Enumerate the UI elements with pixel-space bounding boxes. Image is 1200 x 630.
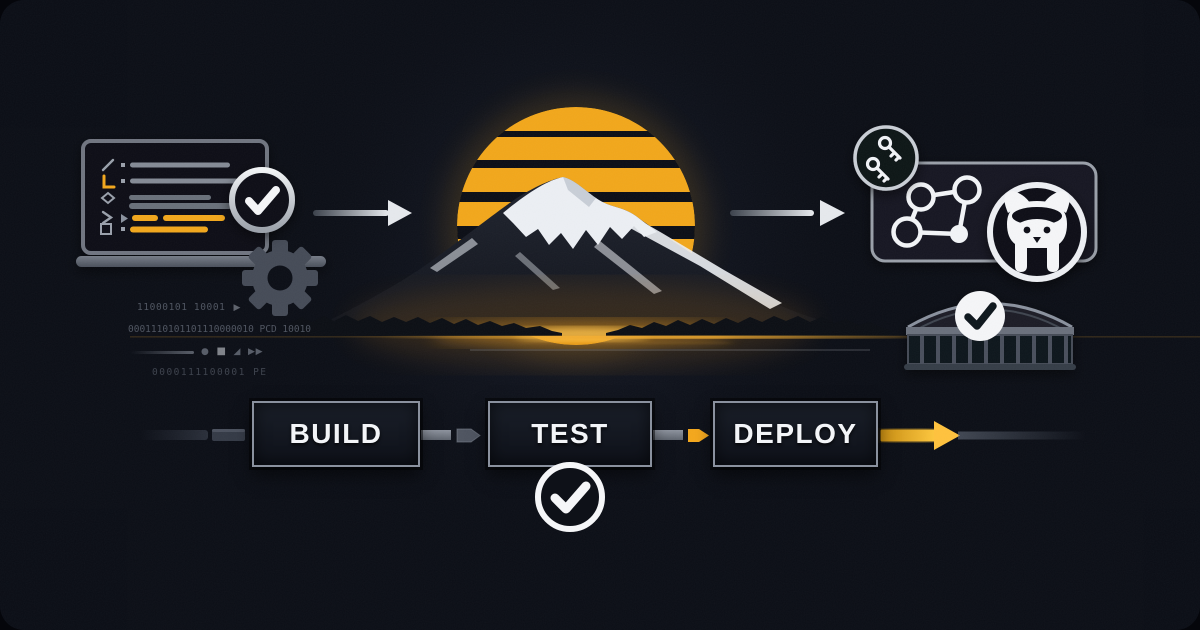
pipeline-stage-build: BUILD <box>252 401 420 467</box>
binary-text: 11000101 10001 <box>137 302 226 313</box>
play-icons: ▶▶ <box>248 346 264 357</box>
dot-icon: ● <box>201 346 210 357</box>
play-icon: ▶ <box>233 303 242 313</box>
progress-line <box>130 350 194 354</box>
wedge-icon: ◢ <box>233 346 242 357</box>
binary-row-1: 11000101 10001 ▶ <box>137 302 241 313</box>
stage-label: TEST <box>531 418 609 449</box>
pipeline-stage-deploy: DEPLOY <box>713 401 878 467</box>
stage-label: DEPLOY <box>733 418 858 449</box>
binary-row-3: ● ■ ◢ ▶▶ <box>130 347 263 357</box>
pipeline-stage-test: TEST <box>488 401 652 467</box>
binary-text: 0000111100001 PE <box>152 367 268 378</box>
square-icon: ■ <box>216 346 227 357</box>
binary-row-4: 0000111100001 PE <box>152 367 268 378</box>
binary-row-2: 0001110101101110000010 PCD 10010 <box>128 324 311 335</box>
binary-text: 0001110101101110000010 PCD 10010 <box>128 324 312 335</box>
stage-label: BUILD <box>289 418 383 449</box>
